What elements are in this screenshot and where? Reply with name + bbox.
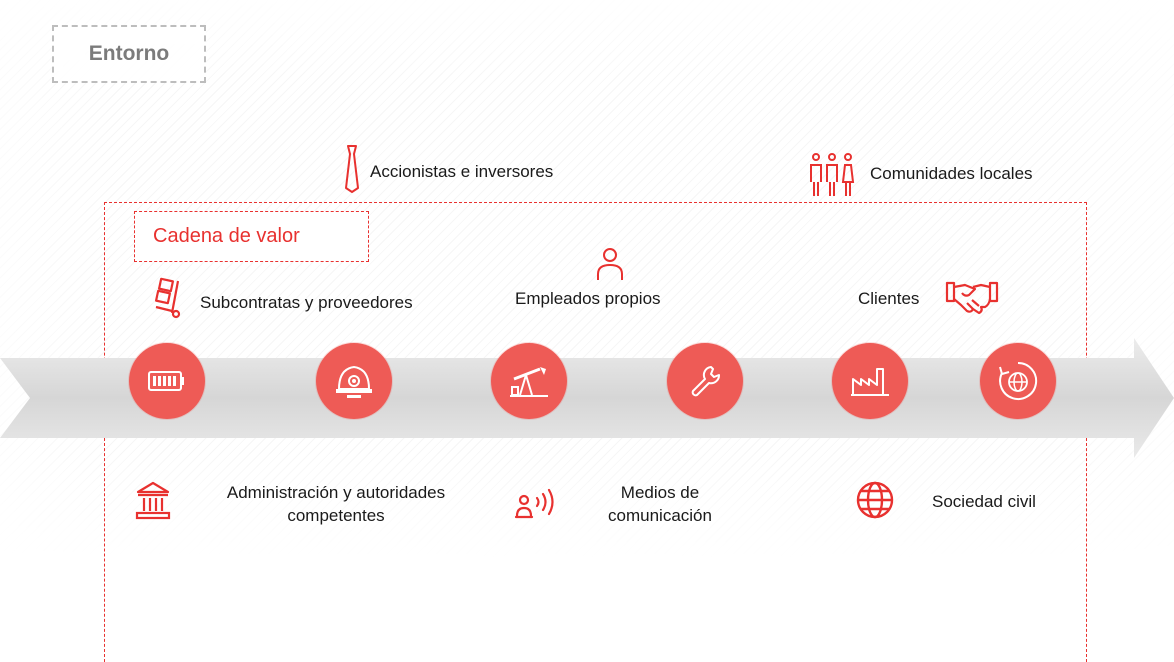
administracion-line-2: competentes	[287, 506, 385, 525]
entorno-label: Entorno	[52, 25, 206, 83]
battery-stage	[129, 343, 205, 419]
miner-helmet-icon	[336, 365, 372, 398]
administracion-label: Administración y autoridades competentes	[196, 481, 476, 527]
factory-icon	[851, 368, 889, 396]
medios-line-1: Medios de	[620, 483, 700, 502]
industry-stage	[832, 343, 908, 419]
wrench-icon	[691, 366, 720, 397]
oil-stage	[491, 343, 567, 419]
globe-recycle-icon	[999, 361, 1038, 400]
empleados-label: Empleados propios	[515, 289, 661, 308]
clientes-label: Clientes	[858, 289, 920, 308]
sociedad-label: Sociedad civil	[932, 492, 1036, 511]
government-building-icon	[135, 481, 171, 520]
hand-truck-icon	[154, 277, 181, 319]
subcontratas-label: Subcontratas y proveedores	[200, 293, 413, 312]
cadena-de-valor-label: Cadena de valor	[134, 211, 369, 262]
broadcast-icon	[514, 488, 554, 519]
handshake-icon	[945, 281, 999, 315]
accionistas-label: Accionistas e inversores	[370, 162, 554, 181]
battery-icon	[148, 371, 184, 391]
maintenance-stage	[667, 343, 743, 419]
employee-icon	[597, 248, 623, 280]
medios-label: Medios de comunicación	[580, 481, 740, 527]
globe-icon	[856, 481, 894, 519]
administracion-line-1: Administración y autoridades	[226, 483, 446, 502]
mining-stage	[316, 343, 392, 419]
medios-line-2: comunicación	[608, 506, 712, 525]
community-icon	[810, 153, 855, 196]
oil-pump-icon	[510, 367, 548, 397]
tie-icon	[345, 145, 359, 193]
circular-economy-stage	[980, 343, 1056, 419]
background-fade	[0, 0, 1174, 560]
comunidades-label: Comunidades locales	[870, 164, 1033, 183]
